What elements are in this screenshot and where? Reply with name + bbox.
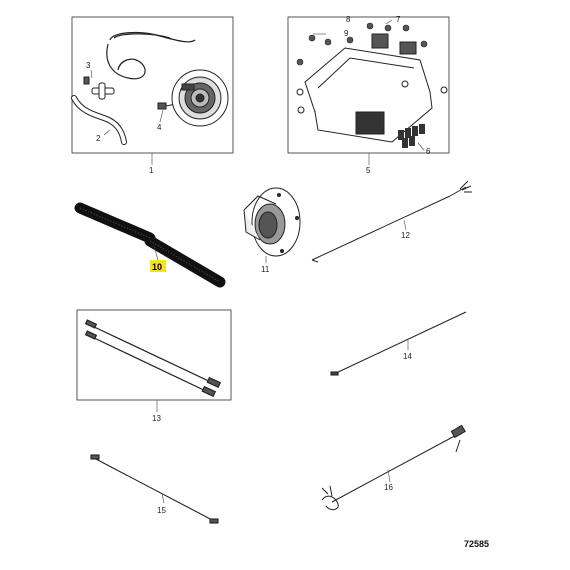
callout-7: 7 — [396, 15, 401, 24]
callout-8: 8 — [346, 15, 351, 24]
group-5-control-box: 8 7 9 6 5 — [287, 15, 450, 175]
coiled-hose — [106, 31, 196, 80]
callout-16: 16 — [384, 483, 393, 492]
connector-stack — [398, 124, 425, 148]
group-13-rod-set: 13 — [76, 309, 232, 423]
group-13-frame — [76, 309, 232, 401]
item-12-cable — [311, 180, 472, 263]
item-11-vent-housing — [243, 187, 301, 263]
callout-14: 14 — [403, 352, 412, 361]
item-10-corrugated-tube: 10 — [74, 202, 226, 288]
round-vent — [171, 69, 229, 127]
callout-9: 9 — [344, 29, 349, 38]
callout-4: 4 — [157, 123, 162, 132]
group-1-frame — [71, 16, 234, 154]
callout-10[interactable]: 10 — [152, 262, 162, 272]
figure-number: 72585 — [464, 539, 489, 549]
highlight-box-10[interactable] — [150, 260, 166, 272]
callout-6: 6 — [426, 147, 431, 156]
callout-15: 15 — [157, 506, 166, 515]
item-16-cable-assembly — [321, 424, 466, 511]
callout-13: 13 — [152, 414, 161, 423]
callout-5: 5 — [366, 166, 371, 175]
item-15-rod — [90, 454, 219, 524]
callout-11: 11 — [261, 265, 270, 274]
group-1-hose-kit: 3 2 4 1 — [71, 16, 234, 175]
screws-and-washers — [296, 22, 428, 66]
group-5-frame — [287, 16, 450, 154]
callout-3: 3 — [86, 61, 91, 70]
control-box-housing — [296, 33, 448, 143]
callout-12: 12 — [401, 231, 410, 240]
item-14-rod — [330, 311, 467, 376]
callout-1: 1 — [149, 166, 154, 175]
callout-2: 2 — [96, 134, 101, 143]
tee-fitting — [83, 76, 115, 100]
